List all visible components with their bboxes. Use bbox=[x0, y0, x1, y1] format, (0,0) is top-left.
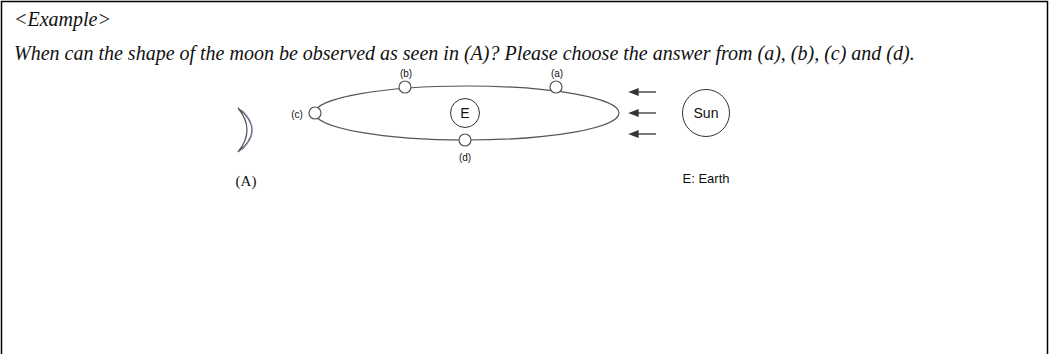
legend-note: E: Earth bbox=[683, 171, 730, 186]
sunlight-arrows bbox=[630, 89, 656, 137]
crescent-moon-edge bbox=[242, 110, 253, 150]
position-label: (b) bbox=[400, 68, 412, 79]
example-heading: <Example> bbox=[14, 8, 111, 31]
position-label: (c) bbox=[291, 109, 303, 120]
sun-circle: Sun bbox=[682, 89, 730, 137]
moon-position bbox=[459, 134, 471, 146]
moon-position bbox=[309, 107, 321, 119]
moon-position bbox=[550, 81, 562, 93]
figure-label: (A) bbox=[236, 173, 257, 190]
position-label: (d) bbox=[459, 152, 471, 163]
crescent-moon bbox=[238, 108, 252, 152]
moon-orbit bbox=[315, 86, 619, 140]
node-text: E bbox=[460, 105, 469, 121]
node-text: Sun bbox=[694, 105, 719, 121]
moon-position bbox=[399, 81, 411, 93]
earth-circle: E bbox=[450, 98, 480, 128]
position-label: (a) bbox=[551, 68, 563, 79]
question-text: When can the shape of the moon be observ… bbox=[14, 38, 1024, 68]
